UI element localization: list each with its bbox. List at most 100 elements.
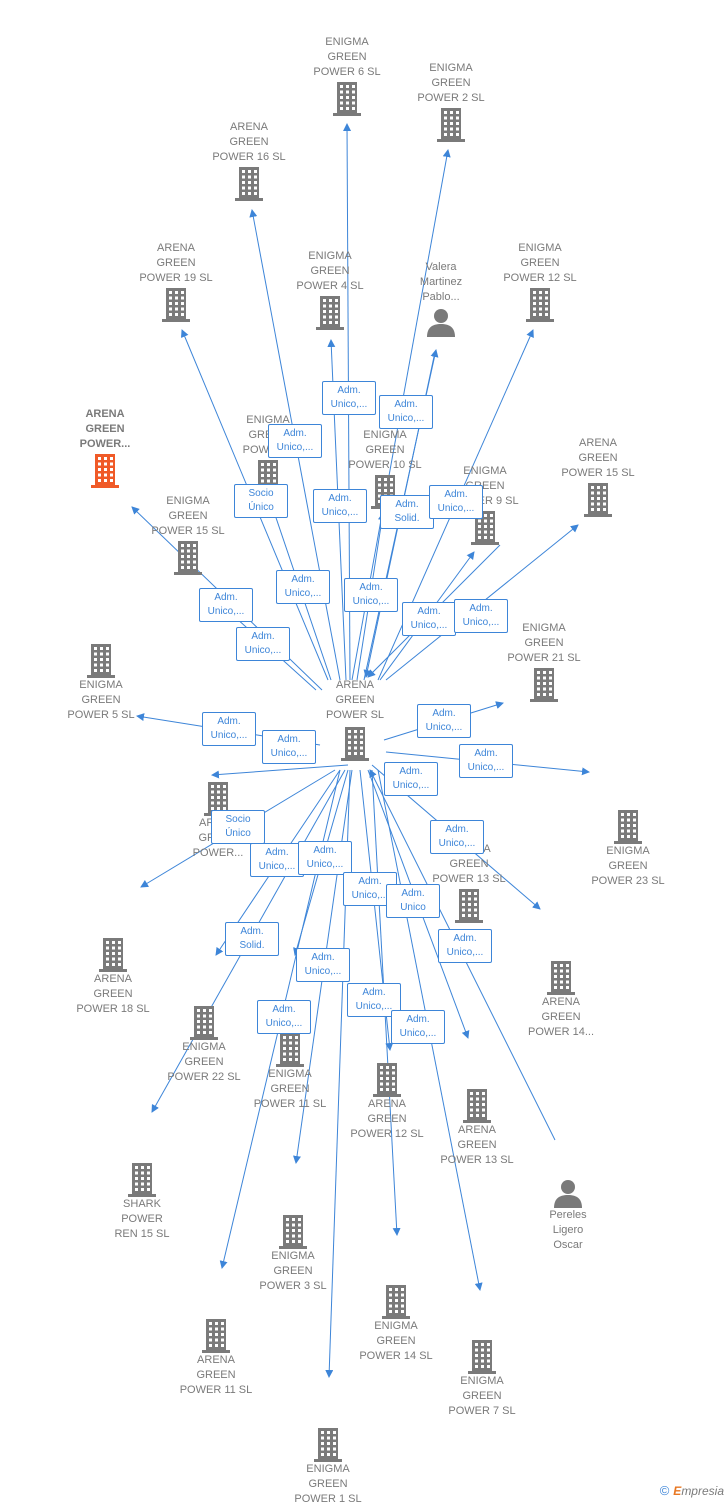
- relationship-label[interactable]: Adm. Unico,...: [322, 381, 376, 415]
- relationship-label[interactable]: Socio Único: [211, 810, 265, 844]
- node-label: ENIGMA GREEN POWER 10 SL: [348, 429, 422, 471]
- relationship-label[interactable]: Adm. Unico,...: [202, 712, 256, 746]
- node-label: ARENA GREEN POWER 15 SL: [561, 437, 635, 479]
- building-icon: [279, 1215, 307, 1249]
- company-node[interactable]: ENIGMA GREEN POWER 22 SL: [149, 1004, 259, 1085]
- building-icon: [128, 1163, 156, 1197]
- relationship-label[interactable]: Adm. Unico,...: [379, 395, 433, 429]
- relationship-label[interactable]: Adm. Unico,...: [344, 578, 398, 612]
- relationship-label[interactable]: Adm. Unico,...: [429, 485, 483, 519]
- edge-line: [211, 764, 349, 779]
- company-node[interactable]: ARENA GREEN POWER 18 SL: [58, 936, 168, 1017]
- node-label: ARENA GREEN POWER 14...: [527, 996, 595, 1038]
- node-label: ENIGMA GREEN POWER 21 SL: [507, 622, 581, 664]
- building-icon: [437, 108, 465, 142]
- relationship-label[interactable]: Adm. Solid.: [380, 495, 434, 529]
- relationship-label[interactable]: Adm. Solid.: [225, 922, 279, 956]
- node-label: ENIGMA GREEN POWER 11 SL: [253, 1068, 327, 1110]
- company-node[interactable]: ENIGMA GREEN POWER 14 SL: [341, 1283, 451, 1364]
- relationship-label[interactable]: Adm. Unico,...: [268, 424, 322, 458]
- building-icon: [162, 288, 190, 322]
- company-node[interactable]: ENIGMA GREEN POWER 2 SL: [396, 61, 506, 142]
- building-icon: [91, 454, 119, 488]
- relationship-label[interactable]: Adm. Unico,...: [313, 489, 367, 523]
- building-icon: [547, 961, 575, 995]
- node-label: ARENA GREEN POWER 11 SL: [179, 1354, 253, 1396]
- person-icon: [554, 1180, 582, 1208]
- relationship-label[interactable]: Adm. Unico,...: [391, 1010, 445, 1044]
- relationship-label[interactable]: Adm. Unico,...: [199, 588, 253, 622]
- relationship-label[interactable]: Adm. Unico,...: [250, 843, 304, 877]
- building-icon: [526, 288, 554, 322]
- building-icon: [333, 82, 361, 116]
- node-label: ARENA GREEN POWER...: [79, 408, 131, 450]
- relationship-label[interactable]: Adm. Unico,...: [236, 627, 290, 661]
- company-node[interactable]: ARENA GREEN POWER 15 SL: [543, 436, 653, 517]
- node-label: ARENA GREEN POWER 13 SL: [440, 1124, 514, 1166]
- relationship-label[interactable]: Socio Único: [234, 484, 288, 518]
- company-node[interactable]: ENIGMA GREEN POWER 6 SL: [292, 35, 402, 116]
- building-icon: [202, 1319, 230, 1353]
- relationship-label[interactable]: Adm. Unico,...: [459, 744, 513, 778]
- company-node[interactable]: ARENA GREEN POWER 16 SL: [194, 120, 304, 201]
- relationship-label[interactable]: Adm. Unico,...: [417, 704, 471, 738]
- company-node[interactable]: ARENA GREEN POWER 12 SL: [332, 1061, 442, 1142]
- company-node[interactable]: ENIGMA GREEN POWER 11 SL: [235, 1031, 345, 1112]
- company-node[interactable]: ENIGMA GREEN POWER 7 SL: [427, 1338, 537, 1419]
- building-icon: [382, 1285, 410, 1319]
- center-node[interactable]: ARENA GREEN POWER SL: [300, 678, 410, 761]
- relationship-label[interactable]: Adm. Unico,...: [402, 602, 456, 636]
- person-node[interactable]: Valera Martinez Pablo...: [386, 260, 496, 337]
- building-icon: [341, 727, 369, 761]
- person-node[interactable]: Pereles Ligero Oscar: [513, 1176, 623, 1253]
- relationship-label[interactable]: Adm. Unico,...: [257, 1000, 311, 1034]
- node-label: ENIGMA GREEN POWER 7 SL: [448, 1375, 516, 1417]
- company-node[interactable]: ENIGMA GREEN POWER 23 SL: [573, 808, 683, 889]
- company-node[interactable]: SHARK POWER REN 15 SL: [87, 1161, 197, 1242]
- company-node[interactable]: ENIGMA GREEN POWER 5 SL: [46, 642, 156, 723]
- node-label: ENIGMA GREEN POWER 4 SL: [296, 250, 364, 292]
- relationship-label[interactable]: Adm. Unico,...: [298, 841, 352, 875]
- company-node[interactable]: ENIGMA GREEN POWER 3 SL: [238, 1213, 348, 1294]
- node-label: Valera Martinez Pablo...: [419, 261, 463, 303]
- node-label: ARENA GREEN POWER 16 SL: [212, 121, 286, 163]
- building-icon: [87, 644, 115, 678]
- relationship-label[interactable]: Adm. Unico,...: [262, 730, 316, 764]
- company-node[interactable]: ENIGMA GREEN POWER 4 SL: [275, 249, 385, 330]
- building-icon: [468, 1340, 496, 1374]
- node-label: ENIGMA GREEN POWER 5 SL: [67, 679, 135, 721]
- company-node[interactable]: ARENA GREEN POWER 19 SL: [121, 241, 231, 322]
- relationship-label[interactable]: Adm. Unico,...: [430, 820, 484, 854]
- node-label: ENIGMA GREEN POWER 22 SL: [167, 1041, 241, 1083]
- building-icon: [314, 1428, 342, 1462]
- copyright-symbol: ©: [659, 1483, 670, 1498]
- company-node[interactable]: ARENA GREEN POWER 13 SL: [422, 1087, 532, 1168]
- relationship-label[interactable]: Adm. Unico,...: [454, 599, 508, 633]
- relationship-label[interactable]: Adm. Unico: [386, 884, 440, 918]
- node-label: ARENA GREEN POWER SL: [325, 679, 385, 721]
- node-label: ENIGMA GREEN POWER 3 SL: [259, 1250, 327, 1292]
- brand-name: mpresia: [681, 1484, 724, 1498]
- building-icon: [530, 668, 558, 702]
- building-icon: [584, 483, 612, 517]
- company-node[interactable]: ARENA GREEN POWER 11 SL: [161, 1317, 271, 1398]
- node-label: ARENA GREEN POWER 12 SL: [350, 1098, 424, 1140]
- company-node[interactable]: ARENA GREEN POWER 14...: [506, 959, 616, 1040]
- company-node[interactable]: ARENA GREEN POWER...: [50, 407, 160, 488]
- footer-credit[interactable]: ©Empresia: [660, 1483, 724, 1498]
- relationship-label[interactable]: Adm. Unico,...: [384, 762, 438, 796]
- relationship-label[interactable]: Adm. Unico,...: [438, 929, 492, 963]
- building-icon: [235, 167, 263, 201]
- node-label: ENIGMA GREEN POWER 14 SL: [359, 1320, 433, 1362]
- company-node[interactable]: ENIGMA GREEN POWER 15 SL: [133, 494, 243, 575]
- building-icon: [463, 1089, 491, 1123]
- building-icon: [99, 938, 127, 972]
- node-label: ENIGMA GREEN POWER 6 SL: [313, 36, 381, 78]
- building-icon: [174, 541, 202, 575]
- company-node[interactable]: ENIGMA GREEN POWER 12 SL: [485, 241, 595, 322]
- company-node[interactable]: ENIGMA GREEN POWER 21 SL: [489, 621, 599, 702]
- relationship-label[interactable]: Adm. Unico,...: [276, 570, 330, 604]
- relationship-label[interactable]: Adm. Unico,...: [296, 948, 350, 982]
